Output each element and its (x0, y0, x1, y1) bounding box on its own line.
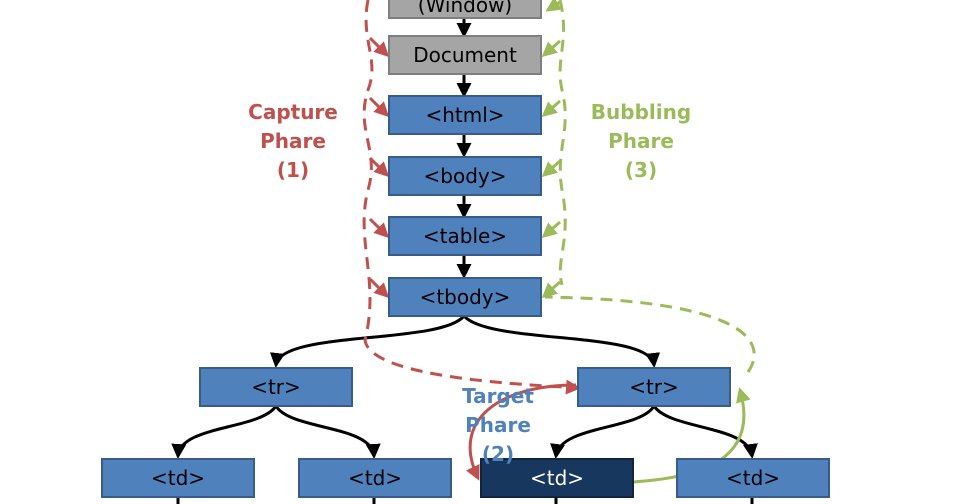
node-td-4: <td> (676, 458, 830, 498)
capture-phase-line2: Phare (260, 129, 326, 153)
target-phase-line3: (2) (482, 442, 514, 466)
target-arrow-red (466, 383, 577, 481)
node-td-2-label: <td> (348, 466, 402, 490)
node-td-target-label: <td> (530, 466, 584, 490)
node-tbody-label: <tbody> (420, 285, 511, 309)
capture-curve (362, 0, 581, 395)
branch-trright-tdtarget (550, 405, 656, 459)
node-tbody: <tbody> (388, 277, 542, 317)
node-html: <html> (388, 95, 542, 135)
node-td-1-label: <td> (151, 466, 205, 490)
bubbling-path (544, 0, 756, 373)
target-phase-label: Target Phare (2) (462, 384, 534, 466)
node-tr-right: <tr> (577, 367, 731, 407)
branch-tbody-tr-right (462, 314, 661, 368)
capture-arrowheads (368, 36, 390, 299)
capture-path (362, 0, 581, 395)
node-table-label: <table> (423, 224, 507, 248)
node-html-label: <html> (425, 103, 504, 127)
node-tr-left-label: <tr> (251, 375, 301, 399)
bubbling-curve (544, 295, 756, 373)
target-phase-line1: Target (462, 384, 534, 408)
node-window-label: (Window) (418, 0, 512, 17)
node-tr-right-label: <tr> (629, 375, 679, 399)
branch-trleft-td2 (274, 405, 381, 459)
node-td-1: <td> (101, 458, 255, 498)
bubbling-phase-line3: (3) (625, 158, 657, 182)
target-phase-line2: Phare (465, 413, 531, 437)
bubbling-phase-line2: Phare (608, 129, 674, 153)
capture-phase-label: Capture Phare (1) (248, 100, 338, 182)
node-document: Document (388, 35, 542, 75)
branch-trleft-td1 (171, 405, 278, 459)
node-td-4-label: <td> (726, 466, 780, 490)
node-body-label: <body> (424, 164, 507, 188)
node-td-2: <td> (298, 458, 452, 498)
bubbling-phase-line1: Bubbling (591, 100, 691, 124)
node-document-label: Document (413, 43, 517, 67)
tree-branches (171, 314, 758, 504)
bubbling-phase-label: Bubbling Phare (3) (591, 100, 691, 182)
capture-phase-line1: Capture (248, 100, 338, 124)
node-tr-left: <tr> (199, 367, 353, 407)
branch-trright-td4 (652, 405, 758, 459)
node-body: <body> (388, 156, 542, 196)
branch-tbody-tr-left (269, 314, 466, 368)
bubbling-arrowheads (541, 0, 563, 298)
node-table: <table> (388, 216, 542, 256)
node-td-target: <td> (480, 458, 634, 498)
capture-phase-line3: (1) (277, 158, 309, 182)
node-window: (Window) (388, 0, 542, 19)
bubbling-vertical (558, 0, 567, 286)
